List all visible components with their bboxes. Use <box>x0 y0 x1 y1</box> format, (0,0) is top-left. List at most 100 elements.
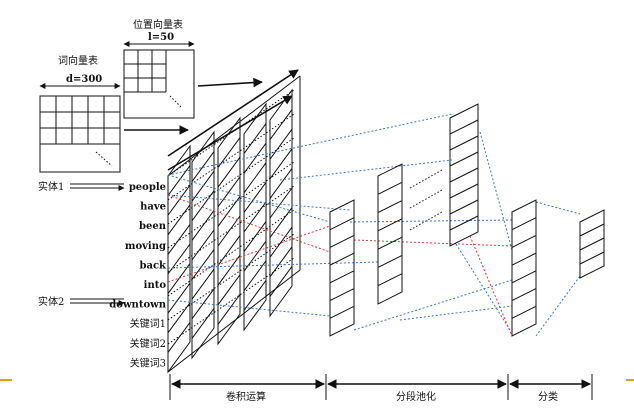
slab-row-line <box>167 204 191 236</box>
pooling-block-row <box>329 288 355 302</box>
slab-row-line <box>269 266 293 297</box>
relation-line <box>279 159 453 181</box>
pooling-block <box>377 163 403 305</box>
pooling-block-row <box>377 200 403 214</box>
slab-row-line <box>217 215 241 247</box>
relation-line <box>167 174 331 223</box>
input-word: people <box>129 182 166 193</box>
pooling-block <box>449 103 479 247</box>
slab-connector <box>167 185 295 273</box>
input-word: have <box>140 202 166 213</box>
slab-row-line <box>167 322 191 353</box>
pooling-dash <box>409 189 443 209</box>
slab-connector <box>167 233 295 321</box>
slab-row-line <box>217 254 241 286</box>
classifier-input-block-row <box>511 305 537 319</box>
input-word-list: people have been moving back into downtown 关键词1… <box>109 182 167 369</box>
pooling-block-row <box>329 217 355 231</box>
relation-line <box>399 305 513 321</box>
relation-lines <box>167 113 581 337</box>
relation-line <box>167 194 331 253</box>
classifier-output-block-row <box>579 223 605 237</box>
position-table-grid <box>124 50 167 93</box>
input-word: 关键词3 <box>130 356 166 369</box>
position-table-ellipsis <box>169 95 183 109</box>
input-word: been <box>139 221 167 232</box>
input-word: back <box>140 260 168 271</box>
input-word: 关键词2 <box>130 337 166 350</box>
relation-line <box>469 235 513 337</box>
slab-row-line <box>243 260 267 292</box>
slab-connector <box>167 89 295 177</box>
pooling-block-row <box>329 305 355 319</box>
slab-connector <box>167 137 295 225</box>
slab-row-line <box>243 123 267 154</box>
slab-row-line <box>243 240 267 272</box>
slab-row-line <box>243 280 267 311</box>
slab-row-line <box>269 207 293 238</box>
slab-connector <box>167 113 295 201</box>
slab-row-line <box>269 148 293 180</box>
slab-row-line <box>269 246 293 278</box>
feature-map-slab <box>191 130 215 360</box>
relation-line <box>535 201 581 215</box>
stage-label-classification: 分类 <box>538 390 558 403</box>
input-word: 关键词1 <box>130 317 166 330</box>
slab-connector <box>167 161 295 249</box>
slab-row-line <box>269 168 293 199</box>
input-word: moving <box>125 241 166 252</box>
pooling-block-row <box>329 234 355 248</box>
slab-row-line <box>269 187 293 219</box>
slab-edge <box>167 269 301 373</box>
position-to-input-arrow <box>197 77 263 88</box>
position-dim-label: l=50 <box>148 32 174 43</box>
slab-row-line <box>167 263 191 294</box>
entity1-label: 实体1 <box>38 180 64 193</box>
slab-row-line <box>243 162 267 194</box>
classifier-input-block-row <box>511 217 537 231</box>
position-table-frame <box>123 49 195 119</box>
slab-row-line <box>167 165 191 196</box>
pooling-block-row <box>377 218 403 232</box>
classifier-input-block-row <box>511 288 537 302</box>
pooling-block-row <box>377 254 403 268</box>
classifier-input-block-row <box>511 252 537 266</box>
slab-row-line <box>243 182 267 213</box>
pooling-block-row <box>329 270 355 284</box>
input-word: into <box>144 280 167 291</box>
pooling-block-row <box>449 199 479 215</box>
pooling-block <box>329 199 355 337</box>
pooling-block-row <box>449 151 479 167</box>
slab-row-line <box>191 151 215 182</box>
relation-line <box>167 225 331 283</box>
relation-line <box>167 261 379 269</box>
entity2-label: 实体2 <box>38 295 64 308</box>
relation-line <box>479 131 513 251</box>
slab-row-line <box>191 249 215 280</box>
pooling-dash <box>409 211 443 231</box>
input-word: downtown <box>109 300 166 311</box>
stage-label-pooling: 分段池化 <box>396 390 436 403</box>
pooling-block-row <box>329 252 355 266</box>
position-vector-table: 位置向量表 l=50 <box>123 18 195 119</box>
depth-arrow-2 <box>167 95 293 171</box>
classifier-input-block-row <box>511 234 537 248</box>
pooling-block-row <box>377 273 403 287</box>
classifier-input-block-row <box>511 270 537 284</box>
pooling-block-row <box>449 167 479 183</box>
slab-row-line <box>191 229 215 261</box>
slab-connector <box>167 257 295 345</box>
slab-row-line <box>269 128 293 160</box>
relation-line <box>455 243 511 331</box>
slab-row-line <box>217 156 241 188</box>
pooling-block-row <box>377 181 403 195</box>
classifier-input-block <box>511 199 537 337</box>
pooling-block-row <box>449 215 479 231</box>
word-table-ellipsis <box>95 151 113 167</box>
classifier-output-block-row <box>579 237 605 251</box>
slab-connector <box>167 209 295 297</box>
slab-row-line <box>217 274 241 306</box>
slab-row-line <box>191 308 215 339</box>
word-vector-table-title: 词向量表 <box>58 54 98 67</box>
